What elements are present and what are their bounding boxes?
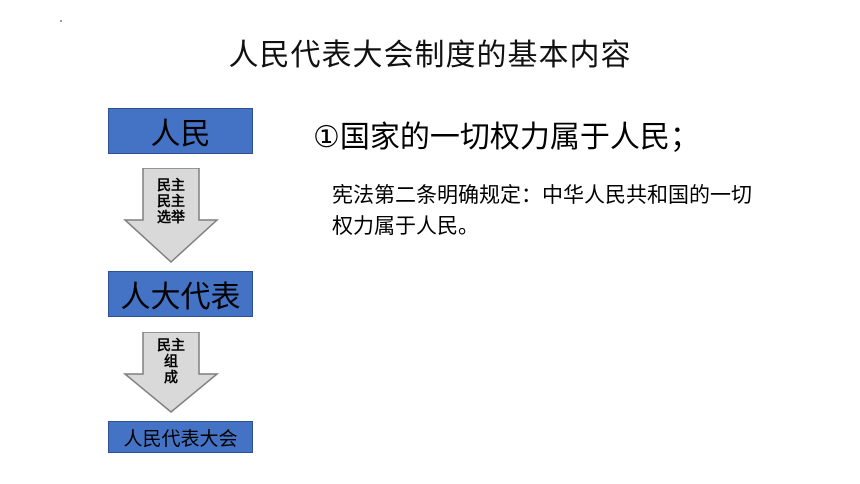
arrow-down-1: 民主 民主 选举 bbox=[123, 168, 219, 264]
arrow-label-2-line-2: 组 bbox=[164, 354, 178, 370]
statement-heading: ①国家的一切权力属于人民； bbox=[313, 120, 700, 155]
box-deputies: 人大代表 bbox=[108, 271, 253, 317]
arrow-label-2-line-3: 成 bbox=[164, 370, 178, 386]
box-congress: 人民代表大会 bbox=[108, 421, 253, 453]
arrow-label-1-line-1: 民主 bbox=[157, 178, 185, 194]
arrow-label-2-line-1: 民主 bbox=[157, 338, 185, 354]
slide-title: 人民代表大会制度的基本内容 bbox=[228, 38, 632, 73]
statement-detail: 宪法第二条明确规定：中华人民共和国的一切权力属于人民。 bbox=[332, 183, 752, 238]
arrow-shape-2 bbox=[123, 332, 219, 413]
box-people: 人民 bbox=[108, 108, 253, 154]
arrow-shape-1 bbox=[123, 168, 219, 264]
arrow-label-1-line-2: 民主 bbox=[157, 194, 185, 210]
arrow-label-1-line-3: 选举 bbox=[157, 210, 185, 226]
arrow-label-2: 民主 组 成 bbox=[151, 338, 191, 386]
decorative-dot bbox=[60, 20, 62, 22]
arrow-label-1: 民主 民主 选举 bbox=[151, 178, 191, 226]
arrow-down-2: 民主 组 成 bbox=[123, 332, 219, 414]
